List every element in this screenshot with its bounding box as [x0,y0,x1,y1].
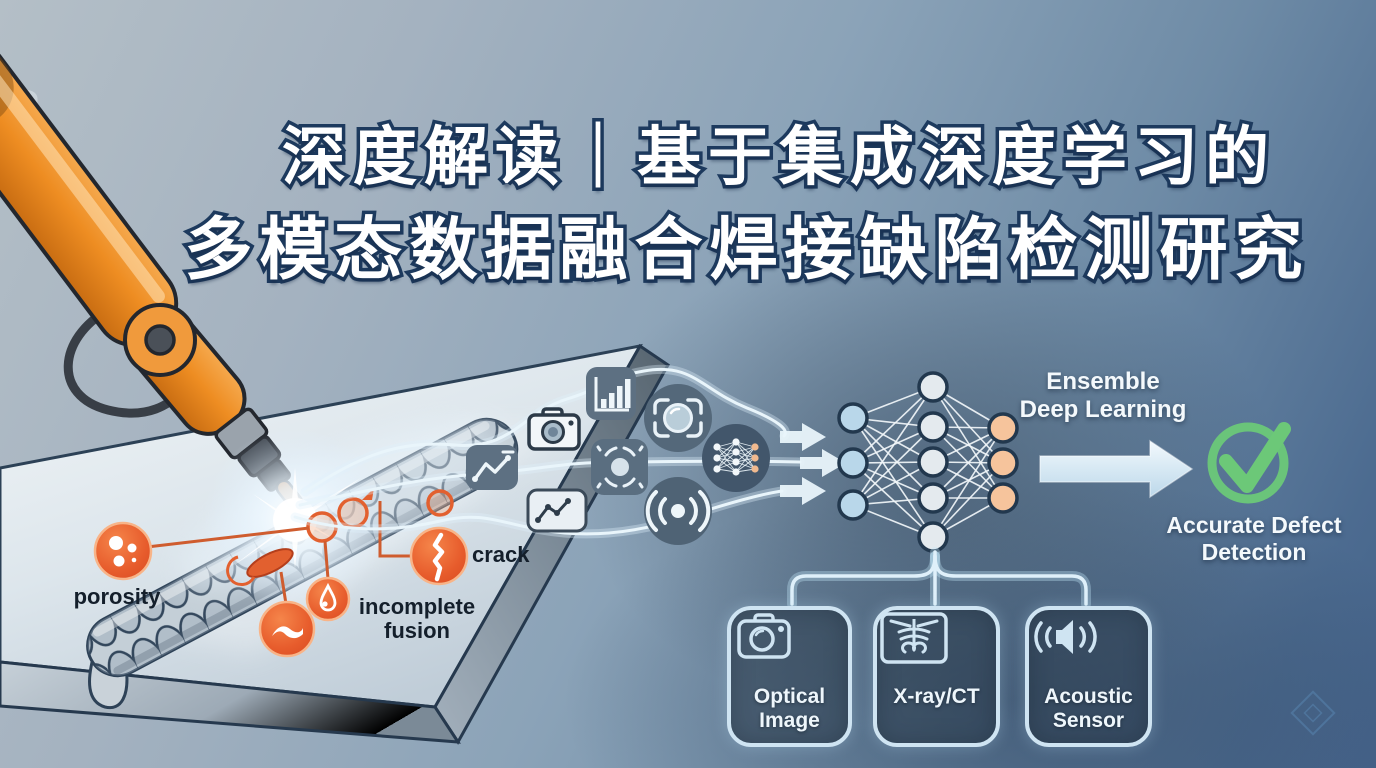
porosity-label: porosity [73,584,161,609]
flow-icons [466,367,770,545]
crack-badge [409,526,469,586]
waveform-icon [526,488,588,533]
robot-cable [63,305,189,418]
acoustic-sensor-box: Acoustic Sensor [1025,606,1152,747]
porosity-badge [93,521,153,581]
xray-ct-label: X-ray/CT [893,685,980,708]
result-arrow [1039,439,1194,499]
camera-icon [527,407,581,451]
optical-image-box: Optical Image [727,606,852,747]
accurate-defect-detection-label: Accurate Defect Detection [1166,512,1342,565]
vibration-icon [591,439,648,495]
ensemble-deep-learning-label: Ensemble Deep Learning [1019,368,1187,423]
poster-title-line1: 深度解读｜基于集成深度学习的 [279,118,1276,197]
bar-chart-icon [586,367,636,420]
sound-wave-icon [644,477,712,545]
flow-arrows [780,423,846,505]
xray-ct-box: X-ray/CT [873,606,1000,747]
defect-badges [93,521,469,658]
checkmark-icon [1207,422,1291,504]
modality-connectors [787,547,1091,609]
focus-lens-icon [644,384,712,452]
poster-title-line2: 多模态数据融合焊接缺陷检测研究 [181,209,1310,292]
incomplete-fusion-label: incomplete fusion [358,594,476,643]
neural-network-icon [702,424,770,492]
incomplete-fusion-wave-badge [258,600,316,658]
acoustic-sensor-label: Acoustic Sensor [1044,685,1133,732]
watermark [1290,690,1336,736]
defect-connectors [146,501,412,605]
crack-label: crack [472,542,530,567]
optical-image-label: Optical Image [753,685,826,732]
neural-network-diagram [837,371,1019,553]
line-chart-icon [466,445,518,490]
incomplete-fusion-droplet-badge [305,576,351,622]
